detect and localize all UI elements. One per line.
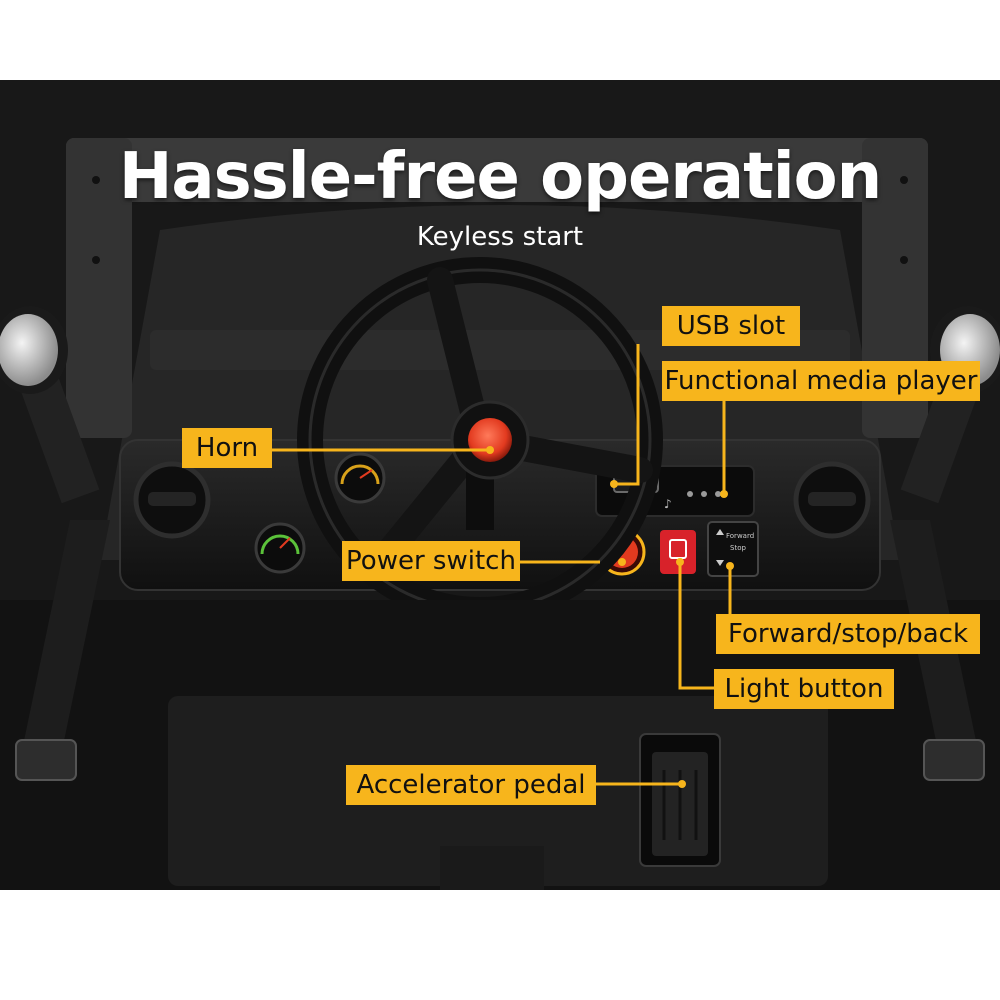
media-button-icon xyxy=(715,491,721,497)
callout-media-player: Functional media player xyxy=(662,361,980,401)
callout-forward-stop-back: Forward/stop/back xyxy=(716,614,980,654)
seat-bracket xyxy=(440,846,544,890)
accelerator-pedal xyxy=(639,733,721,867)
switch-stop-label: Stop xyxy=(730,544,746,552)
arrow-down-icon xyxy=(716,560,724,566)
switch-forward-label: Forward xyxy=(726,532,754,540)
callout-accelerator-pedal: Accelerator pedal xyxy=(346,765,596,805)
callout-usb-slot: USB slot xyxy=(662,306,800,346)
right-air-vent xyxy=(793,461,871,539)
callout-light-button: Light button xyxy=(714,669,894,709)
music-note-icon: ♪ xyxy=(664,497,672,511)
arrow-up-icon xyxy=(716,529,724,535)
forward-stop-back-switch: Forward Stop xyxy=(707,521,759,577)
speed-gauge xyxy=(334,452,386,504)
steering-wheel xyxy=(297,257,663,623)
headline-subtitle: Keyless start xyxy=(416,222,584,252)
headline-title: Hassle-free operation xyxy=(118,140,882,214)
media-button-icon xyxy=(701,491,707,497)
callout-horn: Horn xyxy=(182,428,272,468)
left-air-vent xyxy=(133,461,211,539)
horn-button-icon xyxy=(468,418,512,462)
left-mirror xyxy=(0,306,100,504)
battery-gauge xyxy=(254,522,306,574)
light-button-icon xyxy=(660,530,696,574)
media-button-icon xyxy=(687,491,693,497)
callout-power-switch: Power switch xyxy=(342,541,520,581)
left-seat-belt xyxy=(15,520,110,781)
